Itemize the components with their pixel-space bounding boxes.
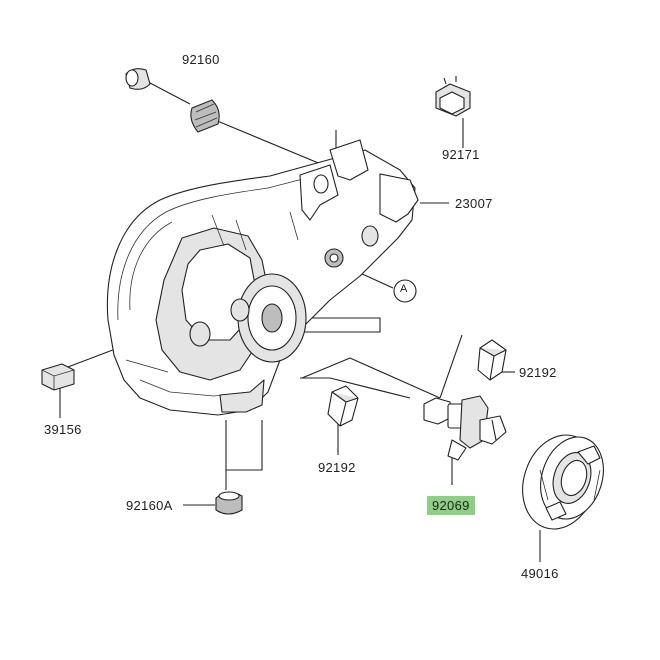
cover-39156 xyxy=(41,363,75,391)
bulb-92069 xyxy=(423,395,507,461)
part-label-39156[interactable]: 39156 xyxy=(44,422,82,437)
grommet-92160 xyxy=(125,68,220,133)
part-label-a[interactable]: A xyxy=(400,283,408,295)
part-label-23007[interactable]: 23007 xyxy=(455,196,493,211)
part-label-92171[interactable]: 92171 xyxy=(442,147,480,162)
ring-49016 xyxy=(522,434,604,530)
clip-92192-right xyxy=(477,339,507,381)
part-label-49016[interactable]: 49016 xyxy=(521,566,559,581)
cap-92160A xyxy=(215,491,243,515)
part-label-92160[interactable]: 92160 xyxy=(182,52,220,67)
part-label-92192-bottom[interactable]: 92192 xyxy=(318,460,356,475)
clip-92192-bottom xyxy=(327,385,359,427)
part-label-92192-right[interactable]: 92192 xyxy=(519,365,557,380)
part-label-92160A[interactable]: 92160A xyxy=(126,498,173,513)
socket-92171 xyxy=(435,76,471,117)
headlamp-housing xyxy=(106,139,419,416)
part-label-92069[interactable]: 92069 xyxy=(427,496,475,515)
reference-circle-a xyxy=(393,279,417,303)
